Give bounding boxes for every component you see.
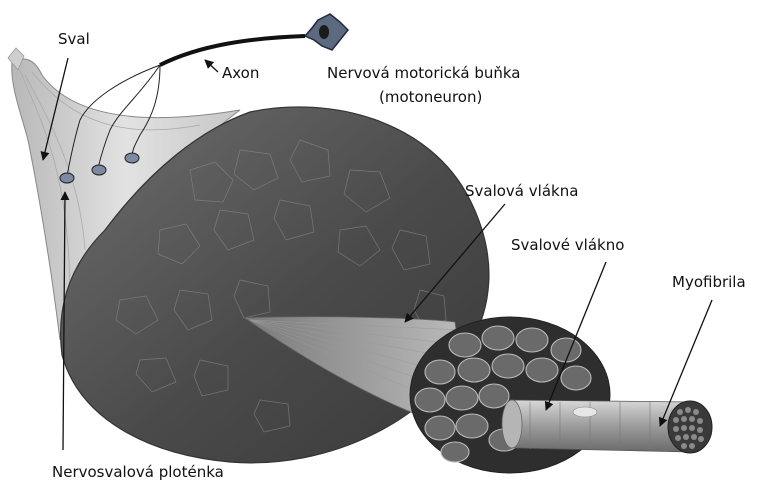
- axon: [160, 36, 305, 65]
- label-motor-neuron-line1: Nervová motorická buňka: [327, 64, 520, 82]
- label-sval: Sval: [58, 30, 90, 48]
- label-myofibrila: Myofibrila: [672, 273, 746, 291]
- label-motor-neuron-line2: (motoneuron): [379, 88, 482, 106]
- myofibril-bundle: [668, 401, 712, 453]
- label-svalove-vlakno: Svalové vlákno: [511, 236, 624, 254]
- motor-neuron: [305, 14, 348, 50]
- arrow-axon: [205, 60, 218, 72]
- label-plotenka: Nervosvalová ploténka: [52, 463, 224, 481]
- label-axon: Axon: [222, 64, 259, 82]
- label-svalova-vlakna: Svalová vlákna: [465, 182, 578, 200]
- muscle-fiber: [502, 400, 690, 452]
